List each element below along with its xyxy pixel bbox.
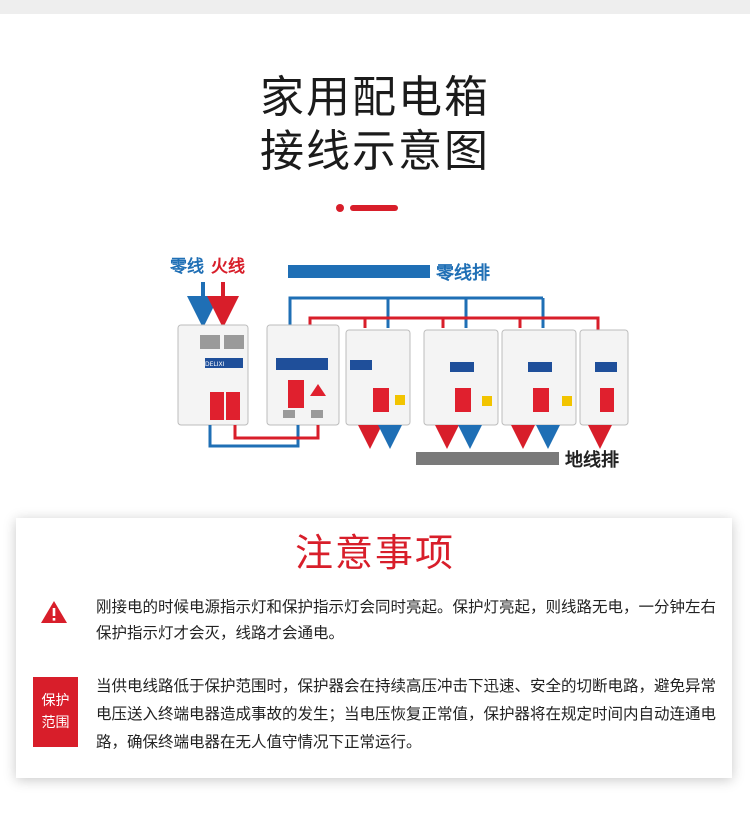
divider-bar [350,205,398,211]
neutral-bar [288,265,430,278]
ground-bar-label: 地线排 [565,449,619,471]
page-title-line1: 家用配电箱 [260,72,490,123]
live-distribution [308,316,600,330]
ground-bar [416,452,559,465]
warning-icon [41,601,67,623]
notice-text-1: 刚接电的时候电源指示灯和保护指示灯会同时亮起。保护灯亮起，则线路无电，一分钟左右… [96,598,717,642]
protection-range-badge: 保护 范围 [33,677,78,747]
badge-line1: 保护 [41,693,70,709]
notice-card [16,518,732,778]
rcbo-module-1 [345,329,411,426]
main-breaker: DELIXI [177,324,249,426]
live-input-label: 火线 [211,256,245,277]
surge-protector [266,324,340,426]
neutral-bar-label: 零线排 [435,262,490,284]
notice-title: 注意事项 [294,531,455,575]
main-to-surge-wiring [208,425,320,448]
notice-text-2: 当供电线路低于保护范围时，保护器会在持续高压冲击下迅速、安全的切断电路，避免异常… [96,677,717,751]
brand-label-main: DELIXI [205,361,225,368]
page-title-line2: 接线示意图 [260,126,490,177]
divider-dot [336,204,344,212]
badge-line2: 范围 [41,715,70,731]
neutral-distribution [288,296,545,328]
neutral-input-label: 零线 [169,256,204,277]
rcbo-module-2 [423,329,499,426]
wiring-diagram: 零线 火线 零线排 DELIXI [169,256,629,471]
output-arrows [358,425,612,449]
mcb-module [579,329,629,426]
rcbo-module-3 [501,329,577,426]
top-band [0,0,750,14]
